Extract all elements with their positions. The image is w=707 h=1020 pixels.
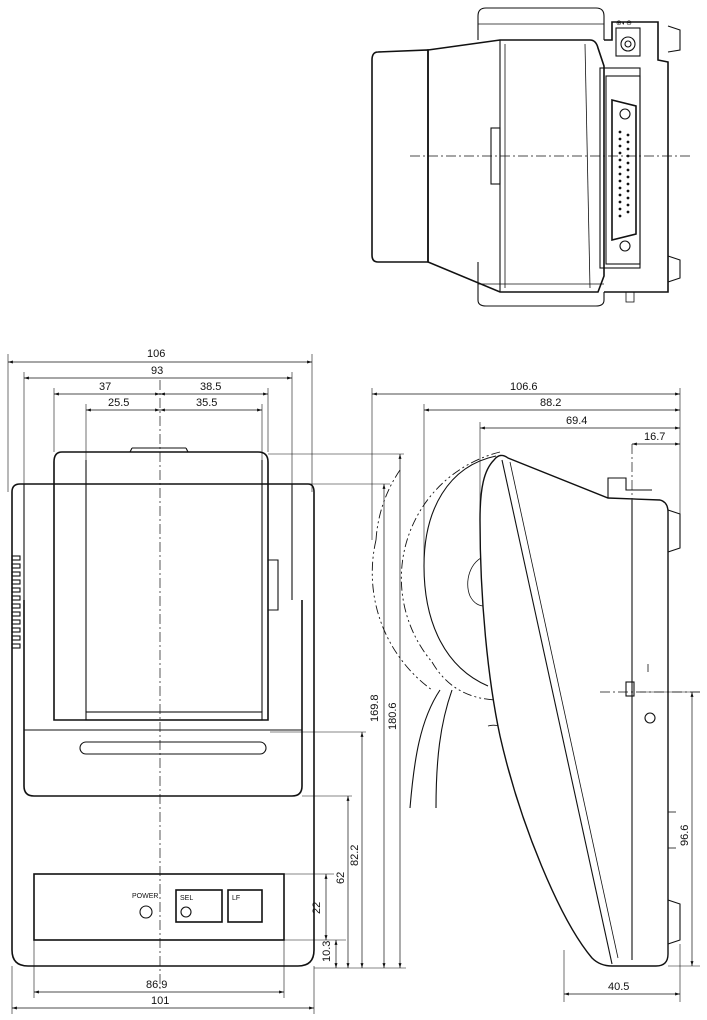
polarity-symbol: ⊕◐⊖ — [616, 20, 632, 27]
dim-38-5: 38.5 — [200, 381, 221, 393]
side-view: 106.6 88.2 69.4 16.7 96.6 40.5 — [371, 381, 700, 1002]
dim-180-6: 180.6 — [387, 702, 399, 730]
dim-88-2: 88.2 — [540, 397, 561, 409]
dim-93: 93 — [151, 365, 163, 377]
top-view: ⊕◐⊖ — [371, 7, 690, 307]
dim-62: 62 — [335, 872, 347, 884]
dim-16-7: 16.7 — [644, 431, 665, 443]
sel-label: SEL — [180, 895, 193, 902]
lf-button[interactable] — [227, 889, 263, 923]
dim-101: 101 — [151, 995, 169, 1007]
dim-82-2: 82.2 — [349, 845, 361, 866]
front-view: POWER SEL LF 106 93 37 38.5 25.5 35.5 86… — [7, 348, 406, 1014]
dim-25-5: 25.5 — [108, 397, 129, 409]
dim-169-8: 169.8 — [369, 694, 381, 722]
dim-22: 22 — [311, 902, 323, 914]
dim-96-6: 96.6 — [679, 825, 691, 846]
sel-button[interactable] — [175, 889, 223, 923]
dim-10-3: 10.3 — [321, 941, 333, 962]
dim-69-4: 69.4 — [566, 415, 587, 427]
dim-35-5: 35.5 — [196, 397, 217, 409]
db25-pins — [618, 130, 630, 218]
lf-label: LF — [232, 895, 240, 902]
dim-106-6: 106.6 — [510, 381, 538, 393]
dim-40-5: 40.5 — [608, 981, 629, 993]
dim-86-9: 86.9 — [146, 979, 167, 991]
vent-slots — [11, 555, 21, 649]
power-label: POWER — [132, 893, 158, 900]
dim-106: 106 — [147, 348, 165, 360]
dim-37: 37 — [99, 381, 111, 393]
power-led-icon — [139, 905, 153, 919]
sel-led-icon — [180, 906, 192, 918]
control-panel — [33, 873, 285, 941]
